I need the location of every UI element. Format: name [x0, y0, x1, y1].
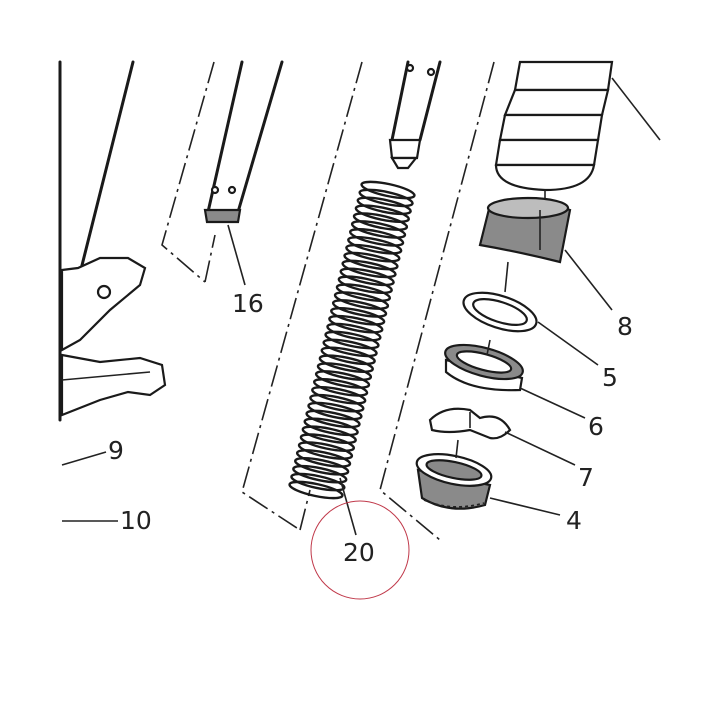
spring-coil [343, 251, 399, 271]
spring-coil [360, 180, 416, 200]
spring-coil [294, 456, 350, 476]
spring-coil [301, 425, 357, 445]
fork-leg-left [58, 60, 167, 422]
part-7-circlip [428, 407, 576, 466]
spring-coil [328, 314, 384, 334]
spring-coil [333, 291, 390, 310]
spring-coil [299, 433, 356, 452]
label-5: 5 [602, 363, 618, 392]
part-8-bushing [478, 196, 613, 311]
spring-coil [305, 409, 361, 429]
spring-coil [318, 354, 374, 374]
highlight-circle [310, 500, 410, 600]
spring-coil [330, 306, 386, 326]
spring-coil [345, 243, 401, 263]
spring-coil [295, 449, 352, 468]
spring-coil [331, 299, 388, 318]
spring-coil [348, 228, 405, 247]
label-7: 7 [578, 463, 594, 492]
spring-coil [312, 378, 369, 397]
label-10: 10 [120, 506, 152, 535]
spring-coil [292, 464, 348, 484]
spring-coil [356, 196, 412, 216]
spring-coil [335, 283, 392, 302]
spring-coil [350, 220, 407, 239]
spring-coil [309, 393, 365, 413]
label-4: 4 [566, 506, 582, 535]
spring-coil [339, 267, 395, 287]
spring-coil [320, 346, 376, 366]
fork-cartridge-rod [388, 60, 442, 170]
spring-coil [354, 204, 410, 224]
spring-coil [303, 417, 359, 437]
spring-coil [314, 370, 371, 389]
spring-coil [347, 235, 403, 255]
label-8: 8 [617, 312, 633, 341]
spring-coil [316, 362, 373, 381]
label-6: 6 [588, 412, 604, 441]
label-16: 16 [232, 289, 264, 318]
spring-coil [290, 472, 346, 492]
spring-coil [337, 275, 393, 295]
spring-coils [288, 180, 416, 500]
part-16-damper-rod [161, 60, 284, 286]
spring-coil [297, 441, 354, 460]
part-20-fork-spring [241, 61, 495, 541]
leader-9 [61, 451, 107, 466]
spring-coil [288, 480, 344, 500]
spring-coil [326, 322, 382, 342]
spring-coil [352, 212, 409, 231]
spring-coil [322, 338, 378, 358]
spring-coil [307, 401, 363, 421]
part-5-washer [462, 291, 599, 366]
label-20: 20 [343, 538, 375, 567]
outer-slider [494, 60, 661, 200]
label-9: 9 [108, 436, 124, 465]
part-6-oil-seal [444, 339, 586, 419]
spring-coil [311, 385, 367, 405]
spring-coil [358, 188, 414, 208]
spring-coil [324, 330, 380, 350]
part-4-dust-seal [415, 439, 561, 516]
spring-coil [341, 259, 397, 279]
